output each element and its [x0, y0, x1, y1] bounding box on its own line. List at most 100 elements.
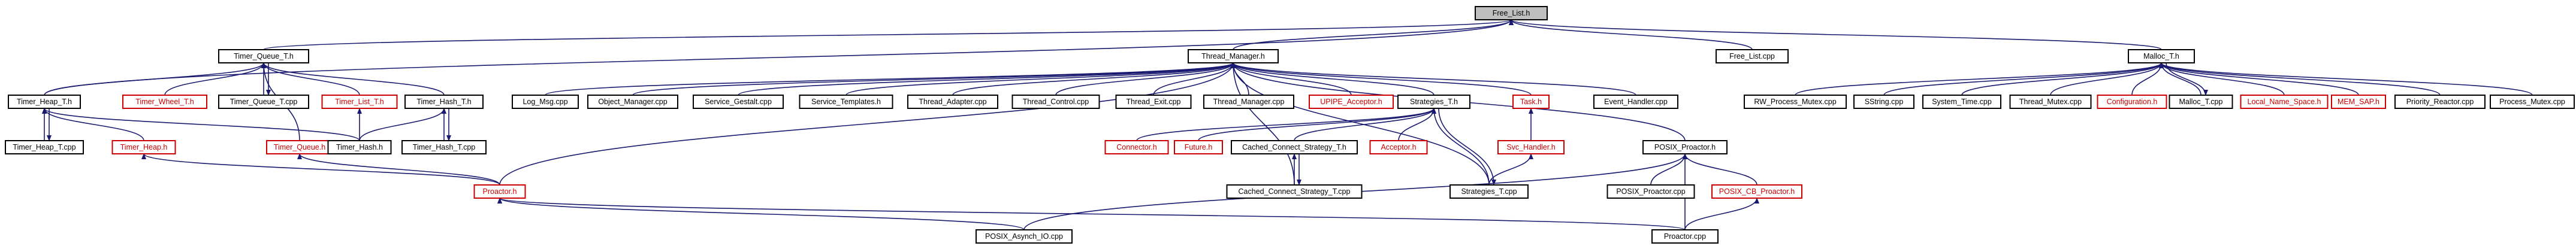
node-label: Future.h — [1185, 143, 1213, 151]
node-malloc-t-h[interactable]: Malloc_T.h — [2128, 49, 2195, 63]
node-box — [1716, 49, 1789, 63]
node-posix-proactor-h[interactable]: POSIX_Proactor.h — [1642, 140, 1728, 154]
edge-proactor-cpp-to-posix-cb-proactor-h — [1684, 198, 1759, 230]
node-thread-manager-cpp[interactable]: Thread_Manager.cpp — [1203, 95, 1294, 109]
edge-thread-adapter-cpp-to-thread-manager-h — [952, 62, 1236, 96]
node-thread-adapter-cpp[interactable]: Thread_Adapter.cpp — [907, 95, 998, 109]
node-box — [1104, 140, 1169, 154]
edge-timer-hash-h-to-timer-heap-t-h — [42, 108, 360, 141]
edge-strategies-t-h-to-strategies-t-cpp — [1438, 108, 1496, 186]
node-free-list-cpp[interactable]: Free_List.cpp — [1716, 49, 1789, 63]
node-label: Timer_Heap_T.cpp — [13, 143, 76, 151]
edge-proactor-h-to-timer-heap-h — [141, 153, 500, 186]
node-event-handler-cpp[interactable]: Event_Handler.cpp — [1593, 95, 1678, 109]
node-label: Acceptor.h — [1381, 143, 1416, 151]
edge-priority-reactor-cpp-to-malloc-t-h — [2159, 62, 2441, 96]
node-cached-connect-strategy-t-cpp[interactable]: Cached_Connect_Strategy_T.cpp — [1226, 184, 1363, 199]
node-rw-process-mutex-cpp[interactable]: RW_Process_Mutex.cpp — [1744, 95, 1847, 109]
node-timer-queue-h[interactable]: Timer_Queue.h — [266, 140, 333, 154]
node-posix-cb-proactor-h[interactable]: POSIX_CB_Proactor.h — [1711, 184, 1802, 199]
node-system-time-cpp[interactable]: System_Time.cpp — [1922, 95, 2001, 109]
node-box — [693, 95, 784, 109]
node-local-name-space-h[interactable]: Local_Name_Space.h — [2240, 95, 2329, 109]
node-upipe-acceptor-h[interactable]: UPIPE_Acceptor.h — [1309, 95, 1394, 109]
node-posix-asynch-io-cpp[interactable]: POSIX_Asynch_IO.cpp — [976, 229, 1073, 244]
node-box — [976, 229, 1073, 244]
node-thread-manager-h[interactable]: Thread_Manager.h — [1188, 49, 1279, 63]
node-proactor-cpp[interactable]: Proactor.cpp — [1651, 229, 1719, 244]
node-timer-queue-t-cpp[interactable]: Timer_Queue_T.cpp — [218, 95, 309, 109]
node-svc-handler-h[interactable]: Svc_Handler.h — [1497, 140, 1565, 154]
node-task-h[interactable]: Task.h — [1512, 95, 1550, 109]
edge-service-templates-h-to-thread-manager-h — [845, 62, 1236, 96]
node-priority-reactor-cpp[interactable]: Priority_Reactor.cpp — [2394, 95, 2486, 109]
node-proactor-h[interactable]: Proactor.h — [473, 184, 526, 199]
node-timer-heap-t-cpp[interactable]: Timer_Heap_T.cpp — [5, 140, 84, 154]
node-timer-hash-h[interactable]: Timer_Hash.h — [327, 140, 392, 154]
node-box — [218, 95, 309, 109]
node-free-list-h[interactable]: Free_List.h — [1475, 6, 1548, 20]
node-box — [111, 140, 176, 154]
node-thread-exit-cpp[interactable]: Thread_Exit.cpp — [1115, 95, 1192, 109]
node-box — [1203, 95, 1294, 109]
node-object-manager-cpp[interactable]: Object_Manager.cpp — [587, 95, 678, 109]
node-box — [1593, 95, 1678, 109]
node-label: Event_Handler.cpp — [1604, 98, 1668, 106]
node-acceptor-h[interactable]: Acceptor.h — [1369, 140, 1428, 154]
node-timer-hash-t-h[interactable]: Timer_Hash_T.h — [404, 95, 484, 109]
node-box — [799, 95, 893, 109]
node-timer-wheel-t-h[interactable]: Timer_Wheel_T.h — [122, 95, 207, 109]
node-box — [512, 95, 579, 109]
node-configuration-h[interactable]: Configuration.h — [2097, 95, 2167, 109]
edge-task-h-to-thread-manager-h — [1231, 62, 1532, 96]
node-service-templates-h[interactable]: Service_Templates.h — [799, 95, 893, 109]
node-timer-heap-h[interactable]: Timer_Heap.h — [111, 140, 176, 154]
node-process-mutex-cpp[interactable]: Process_Mutex.cpp — [2490, 95, 2575, 109]
edge-strategies-t-cpp-to-strategies-t-h — [1432, 108, 1490, 186]
node-sstring-cpp[interactable]: SString.cpp — [1853, 95, 1914, 109]
node-label: Timer_Queue.h — [274, 143, 325, 151]
edge-connector-h-to-strategies-t-h — [1136, 108, 1436, 141]
node-thread-control-cpp[interactable]: Thread_Control.cpp — [1011, 95, 1100, 109]
node-box — [1744, 95, 1847, 109]
edge-strategies-t-cpp-to-svc-handler-h — [1488, 153, 1533, 186]
node-label: Timer_Hash_T.h — [416, 98, 471, 106]
node-timer-heap-t-h[interactable]: Timer_Heap_T.h — [8, 95, 81, 109]
node-timer-queue-t-h[interactable]: Timer_Queue_T.h — [218, 49, 309, 63]
node-connector-h[interactable]: Connector.h — [1104, 140, 1169, 154]
edge-thread-control-cpp-to-thread-manager-h — [1055, 62, 1236, 96]
edge-mem-sap-h-to-malloc-t-h — [2159, 62, 2359, 96]
node-box — [1226, 184, 1363, 199]
node-label: Connector.h — [1116, 143, 1156, 151]
node-timer-hash-t-cpp[interactable]: Timer_Hash_T.cpp — [401, 140, 487, 154]
node-service-gestalt-cpp[interactable]: Service_Gestalt.cpp — [693, 95, 784, 109]
node-strategies-t-h[interactable]: Strategies_T.h — [1397, 95, 1470, 109]
edge-local-name-space-h-to-malloc-t-h — [2159, 62, 2285, 96]
node-label: Timer_Queue_T.h — [234, 52, 294, 60]
edge-cached-connect-strategy-t-h-to-strategies-t-h — [1294, 108, 1436, 141]
edge-object-manager-cpp-to-thread-manager-h — [632, 62, 1236, 96]
edge-timer-queue-t-h-to-free-list-h — [263, 19, 1514, 50]
edge-timer-hash-t-h-to-timer-queue-t-h — [261, 62, 445, 96]
node-box — [2394, 95, 2486, 109]
node-malloc-t-cpp[interactable]: Malloc_T.cpp — [2169, 95, 2233, 109]
node-mem-sap-h[interactable]: MEM_SAP.h — [2331, 95, 2386, 109]
edge-timer-hash-h-to-timer-hash-t-h — [359, 108, 446, 141]
node-label: Service_Gestalt.cpp — [705, 98, 772, 106]
node-posix-proactor-cpp[interactable]: POSIX_Proactor.cpp — [1606, 184, 1695, 199]
node-strategies-t-cpp[interactable]: Strategies_T.cpp — [1449, 184, 1529, 199]
node-cached-connect-strategy-t-h[interactable]: Cached_Connect_Strategy_T.h — [1231, 140, 1358, 154]
node-future-h[interactable]: Future.h — [1174, 140, 1223, 154]
node-box — [1853, 95, 1914, 109]
node-label: Local_Name_Space.h — [2248, 98, 2321, 106]
node-log-msg-cpp[interactable]: Log_Msg.cpp — [512, 95, 579, 109]
node-label: Cached_Connect_Strategy_T.cpp — [1239, 187, 1351, 196]
node-box — [1309, 95, 1394, 109]
node-box — [1475, 6, 1548, 20]
edge-proactor-cpp-to-proactor-h — [497, 198, 1686, 230]
node-timer-list-t-h[interactable]: Timer_List_T.h — [321, 95, 398, 109]
node-label: Free_List.h — [1493, 9, 1530, 17]
node-thread-mutex-cpp[interactable]: Thread_Mutex.cpp — [2009, 95, 2092, 109]
